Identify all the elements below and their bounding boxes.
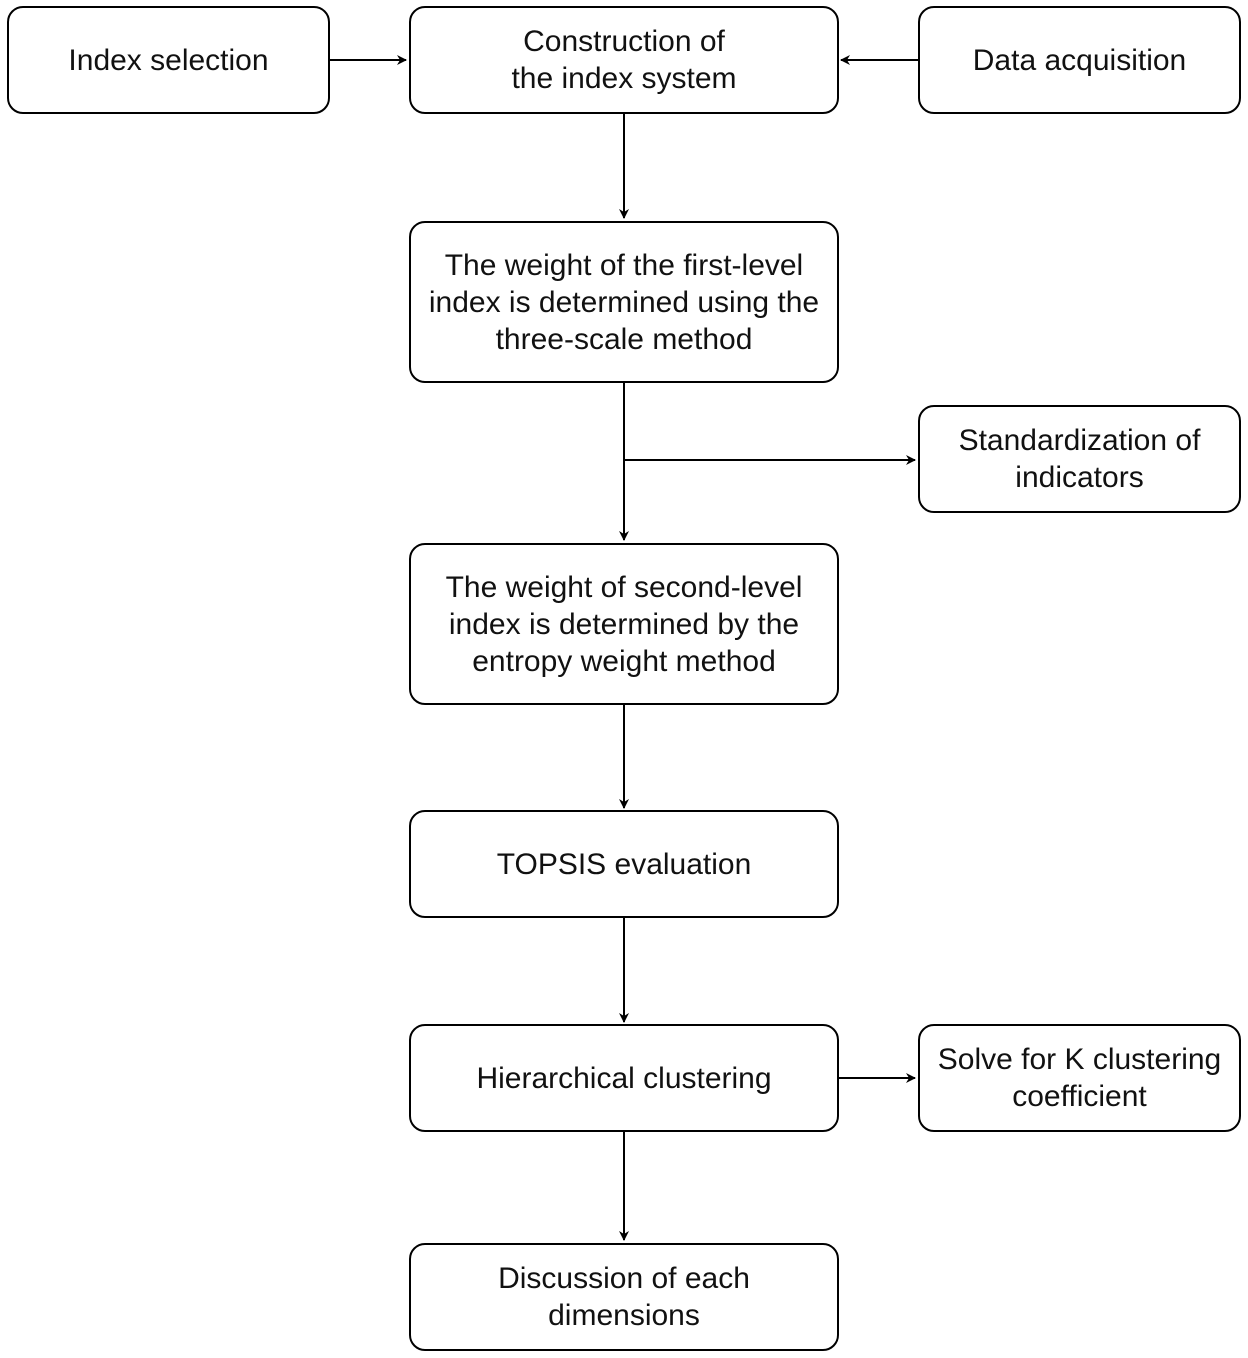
node-index-selection: Index selection (7, 6, 330, 114)
node-label: Hierarchical clustering (476, 1061, 772, 1095)
node-construction: Construction of the index system (409, 6, 839, 114)
node-discussion: Discussion of each dimensions (409, 1243, 839, 1351)
node-k-clustering: Solve for K clustering coefficient (918, 1024, 1241, 1132)
node-label: Discussion of each dimensions (498, 1262, 750, 1332)
node-label: Solve for K clustering coefficient (937, 1043, 1222, 1113)
node-first-level-weight: The weight of the first-level index is d… (409, 221, 839, 383)
node-label: Index selection (68, 43, 269, 77)
node-data-acquisition: Data acquisition (918, 6, 1241, 114)
node-hierarchical-clustering: Hierarchical clustering (409, 1024, 839, 1132)
node-label: The weight of the first-level index is d… (428, 248, 820, 356)
node-topsis: TOPSIS evaluation (409, 810, 839, 918)
node-label: Construction of the index system (511, 25, 737, 95)
node-label: The weight of second-level index is dete… (445, 570, 803, 678)
node-second-level-weight: The weight of second-level index is dete… (409, 543, 839, 705)
node-label: Standardization of indicators (958, 424, 1201, 494)
node-label: Data acquisition (972, 43, 1187, 77)
node-standardization: Standardization of indicators (918, 405, 1241, 513)
node-label: TOPSIS evaluation (496, 847, 752, 881)
